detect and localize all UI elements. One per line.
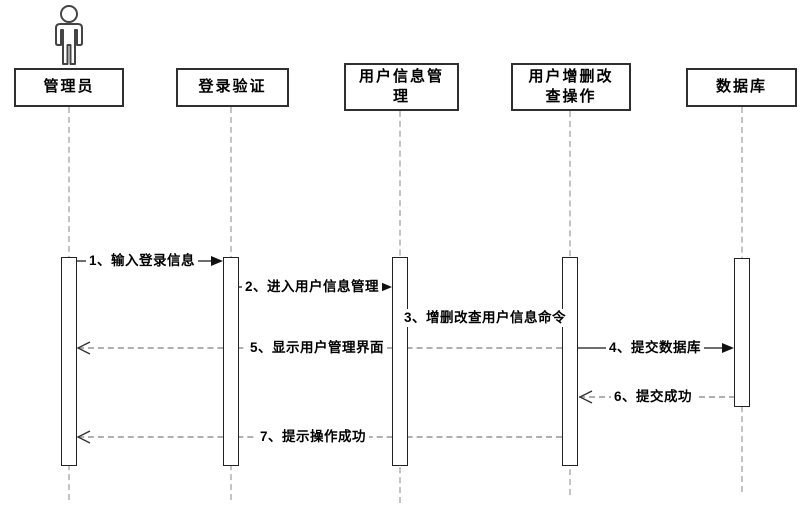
message-1-label: 1、输入登录信息: [86, 252, 199, 270]
message-6-label: 6、提交成功: [611, 388, 696, 406]
participant-box-admin: 管理员: [14, 68, 124, 107]
message-2-label: 2、进入用户信息管理: [242, 278, 383, 296]
message-4-label: 4、提交数据库: [606, 339, 705, 357]
open-arrowhead-icon: [77, 341, 91, 355]
activation-admin: [61, 257, 77, 466]
participant-box-login-verify: 登录验证: [176, 68, 289, 107]
activation-user-info-mgmt: [392, 257, 408, 466]
filled-arrowhead-icon: [380, 282, 392, 292]
open-arrowhead-icon: [77, 430, 91, 444]
actor-icon: [55, 5, 83, 65]
participant-box-crud-ops: 用户增删改 查操作: [511, 63, 631, 111]
message-5-label: 5、显示用户管理界面: [247, 339, 388, 357]
activation-login-verify: [223, 257, 239, 466]
filled-arrowhead-icon: [211, 256, 223, 266]
activation-database: [734, 258, 750, 407]
message-7-label: 7、提示操作成功: [257, 428, 370, 446]
open-arrowhead-icon: [579, 390, 593, 404]
message-3-label: 3、增删改查用户信息命令: [401, 309, 570, 327]
participant-box-database: 数据库: [686, 68, 797, 107]
participant-box-user-info-mgmt: 用户信息管 理: [344, 63, 459, 111]
filled-arrowhead-icon: [722, 343, 734, 353]
activation-crud-ops: [562, 257, 578, 466]
